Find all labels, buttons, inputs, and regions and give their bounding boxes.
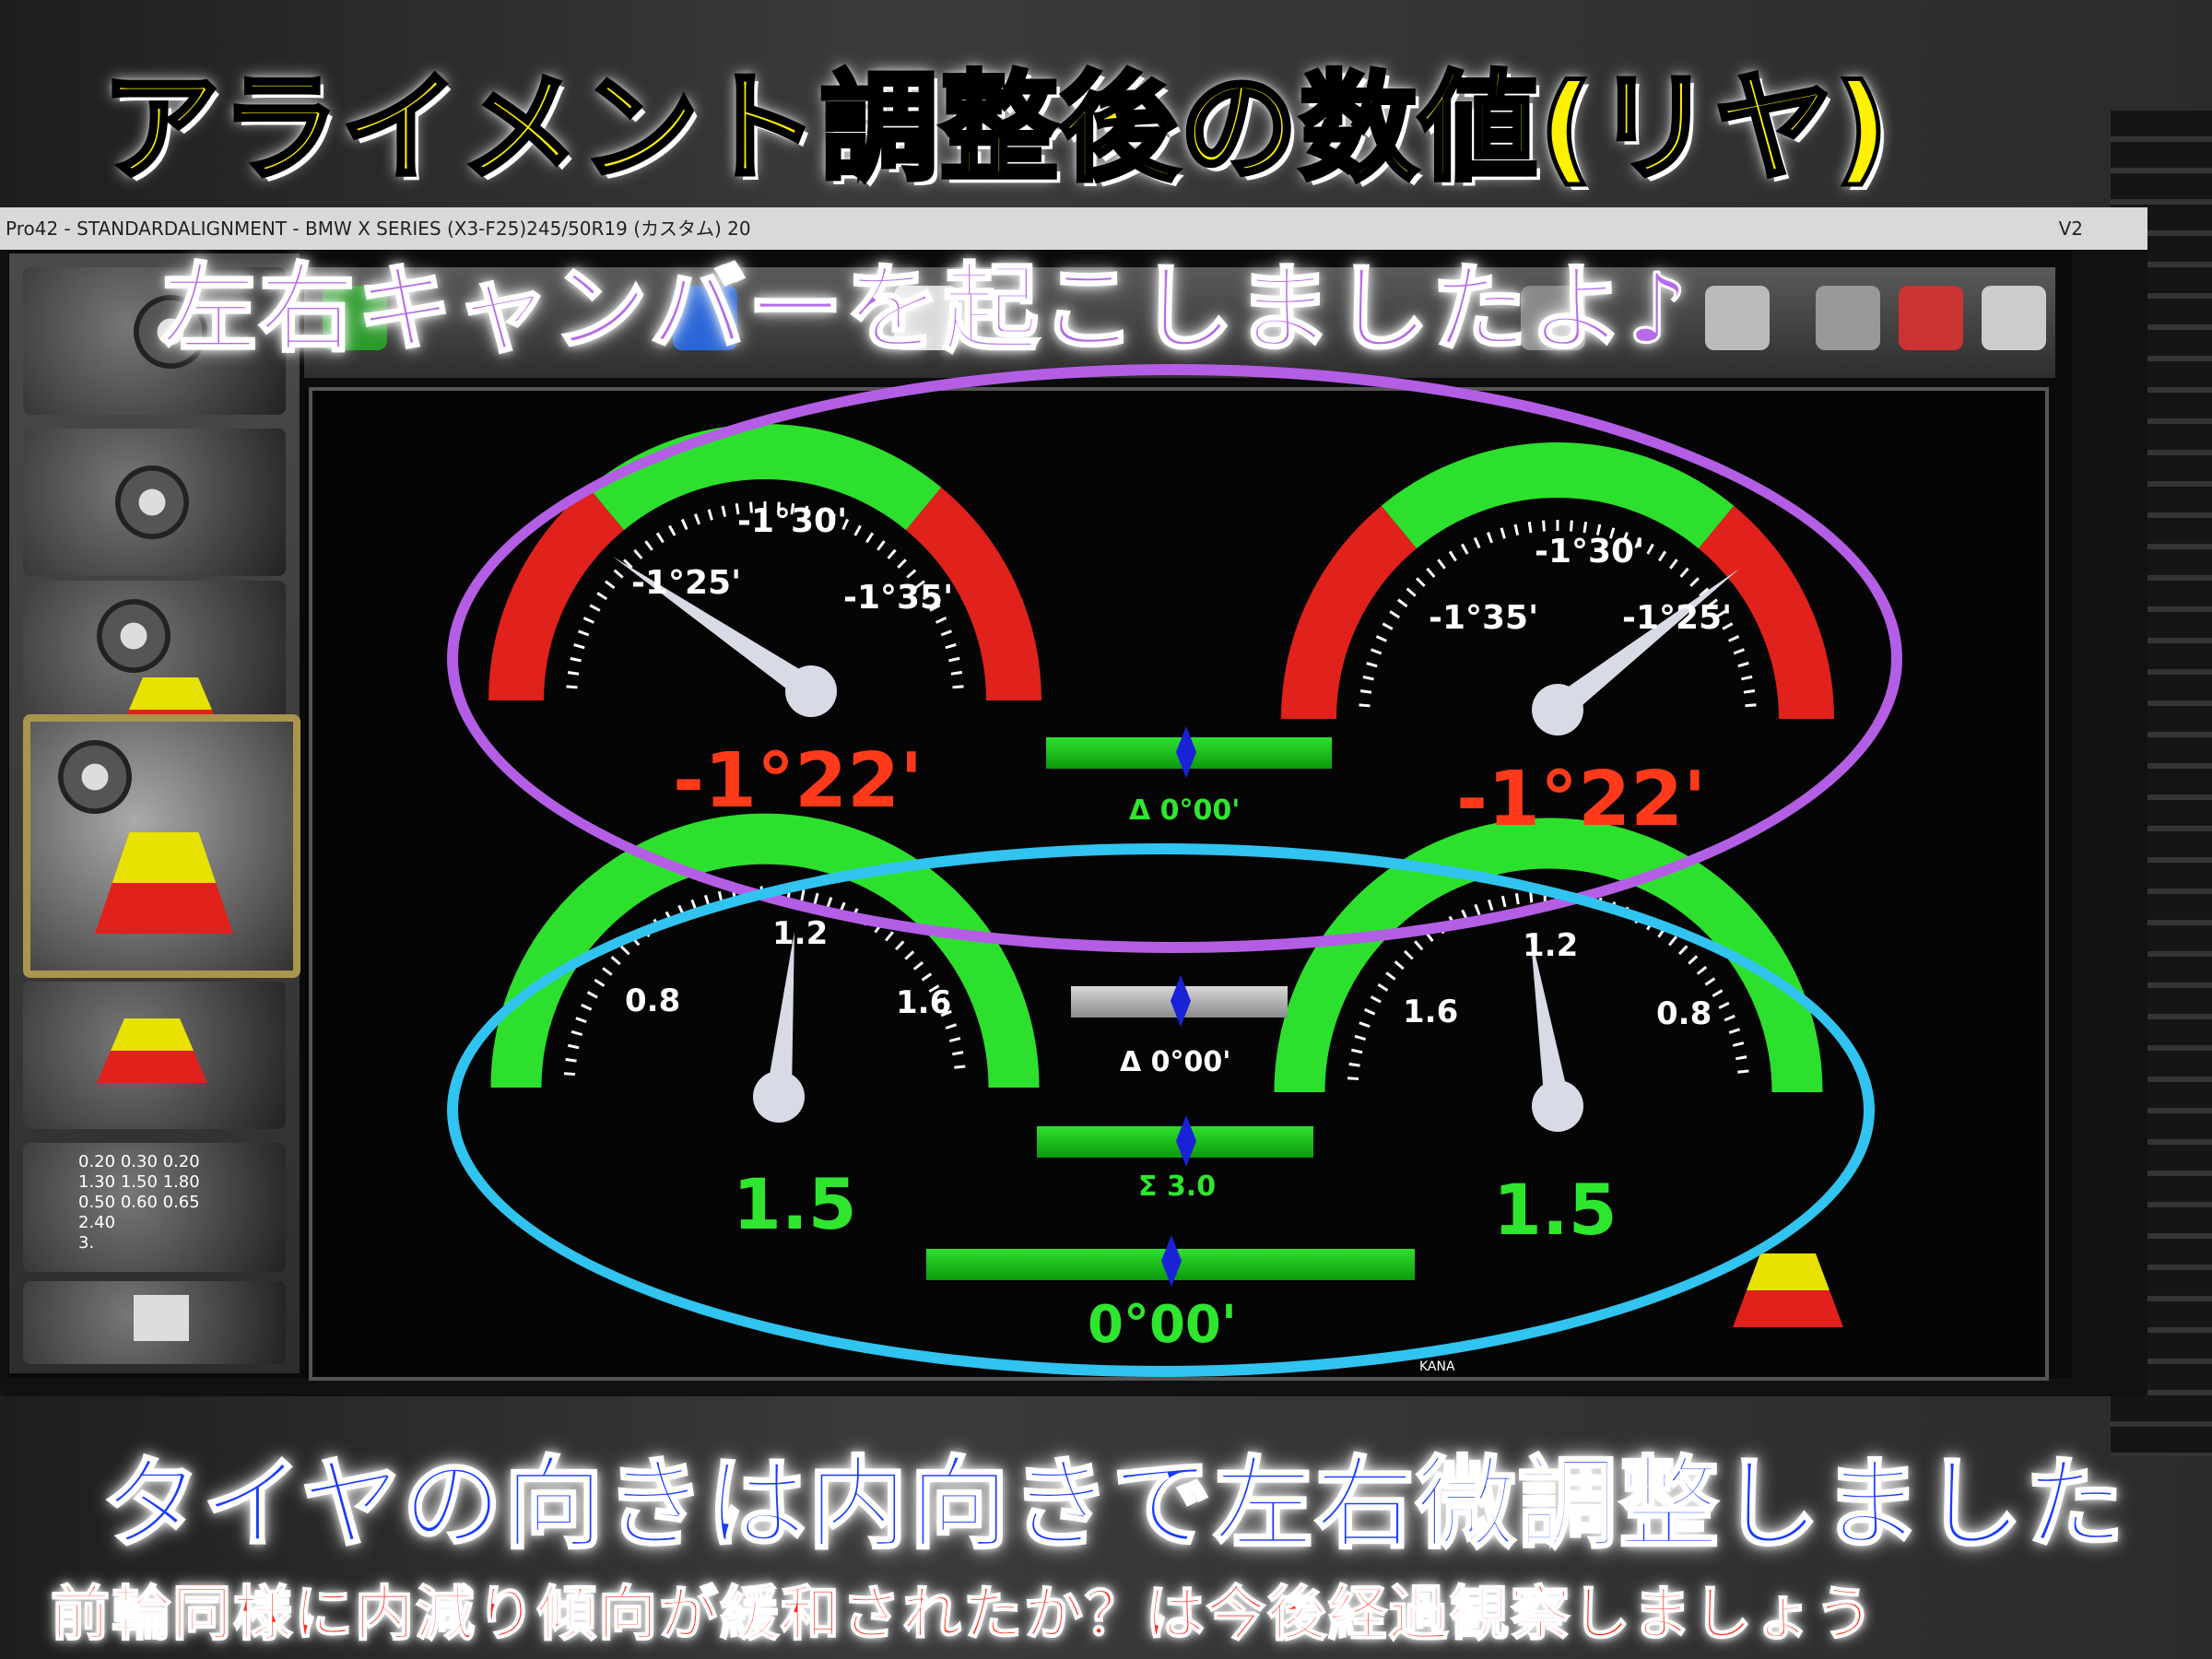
tools-icon[interactable]	[1705, 286, 1770, 350]
sidebar-back-button[interactable]	[23, 267, 286, 415]
sidebar: 0.20 0.30 0.20 1.30 1.50 1.80 0.50 0.60 …	[9, 253, 300, 1373]
sidebar-caster-button[interactable]	[23, 429, 286, 576]
specs-row: 0.50 0.60 0.65	[78, 1193, 200, 1212]
lock-icon[interactable]	[1816, 286, 1880, 350]
version-label: V2	[2058, 218, 2083, 240]
window-title: Pro42 - STANDARDALIGNMENT - BMW X SERIES…	[6, 218, 751, 240]
wheel-icon	[115, 465, 189, 539]
specs-row: 1.30 1.50 1.80	[78, 1172, 200, 1192]
printer-icon	[134, 1295, 189, 1341]
sidebar-rear-axle-button[interactable]	[23, 714, 300, 978]
caption-footnote: 前輪同様に内減り傾向が緩和されたか？は今後経過観察しましょう	[50, 1580, 1876, 1650]
specs-row: 3.	[78, 1233, 95, 1253]
window-titlebar: Pro42 - STANDARDALIGNMENT - BMW X SERIES…	[0, 207, 2147, 250]
sidebar-print-button[interactable]	[23, 1281, 286, 1364]
wheel-icon	[97, 599, 171, 673]
vehicle-data-icon[interactable]	[673, 286, 737, 350]
specs-row: 2.40	[78, 1213, 116, 1232]
specs-table: 0.20 0.30 0.20 1.30 1.50 1.80 0.50 0.60 …	[78, 1152, 200, 1253]
search-icon[interactable]	[1521, 286, 1585, 350]
wheel-icon	[58, 740, 132, 814]
toe-highlight-ring	[447, 843, 1875, 1377]
home-icon[interactable]	[894, 286, 959, 350]
sidebar-specs-table-button[interactable]: 0.20 0.30 0.20 1.30 1.50 1.80 0.50 0.60 …	[23, 1143, 286, 1272]
car-settings-icon[interactable]	[1899, 286, 1963, 350]
wheel-icon	[134, 295, 207, 369]
caption-title: アライメント調整後の数値(リヤ)	[99, 58, 1891, 200]
next-step-icon[interactable]	[323, 286, 387, 350]
taskbar-ime-indicator[interactable]: KANA	[1419, 1359, 1455, 1374]
specs-row: 0.20 0.30 0.20	[78, 1152, 200, 1171]
caption-toe-note: タイヤの向きは内向きで左右微調整しました	[100, 1446, 2126, 1564]
sidebar-front-axle-button[interactable]	[23, 982, 286, 1129]
caption-subtitle: 左右キャンバーを起こしましたよ♪	[159, 252, 1690, 367]
toolbar	[304, 267, 2055, 378]
adjust-icon[interactable]	[1982, 286, 2046, 350]
